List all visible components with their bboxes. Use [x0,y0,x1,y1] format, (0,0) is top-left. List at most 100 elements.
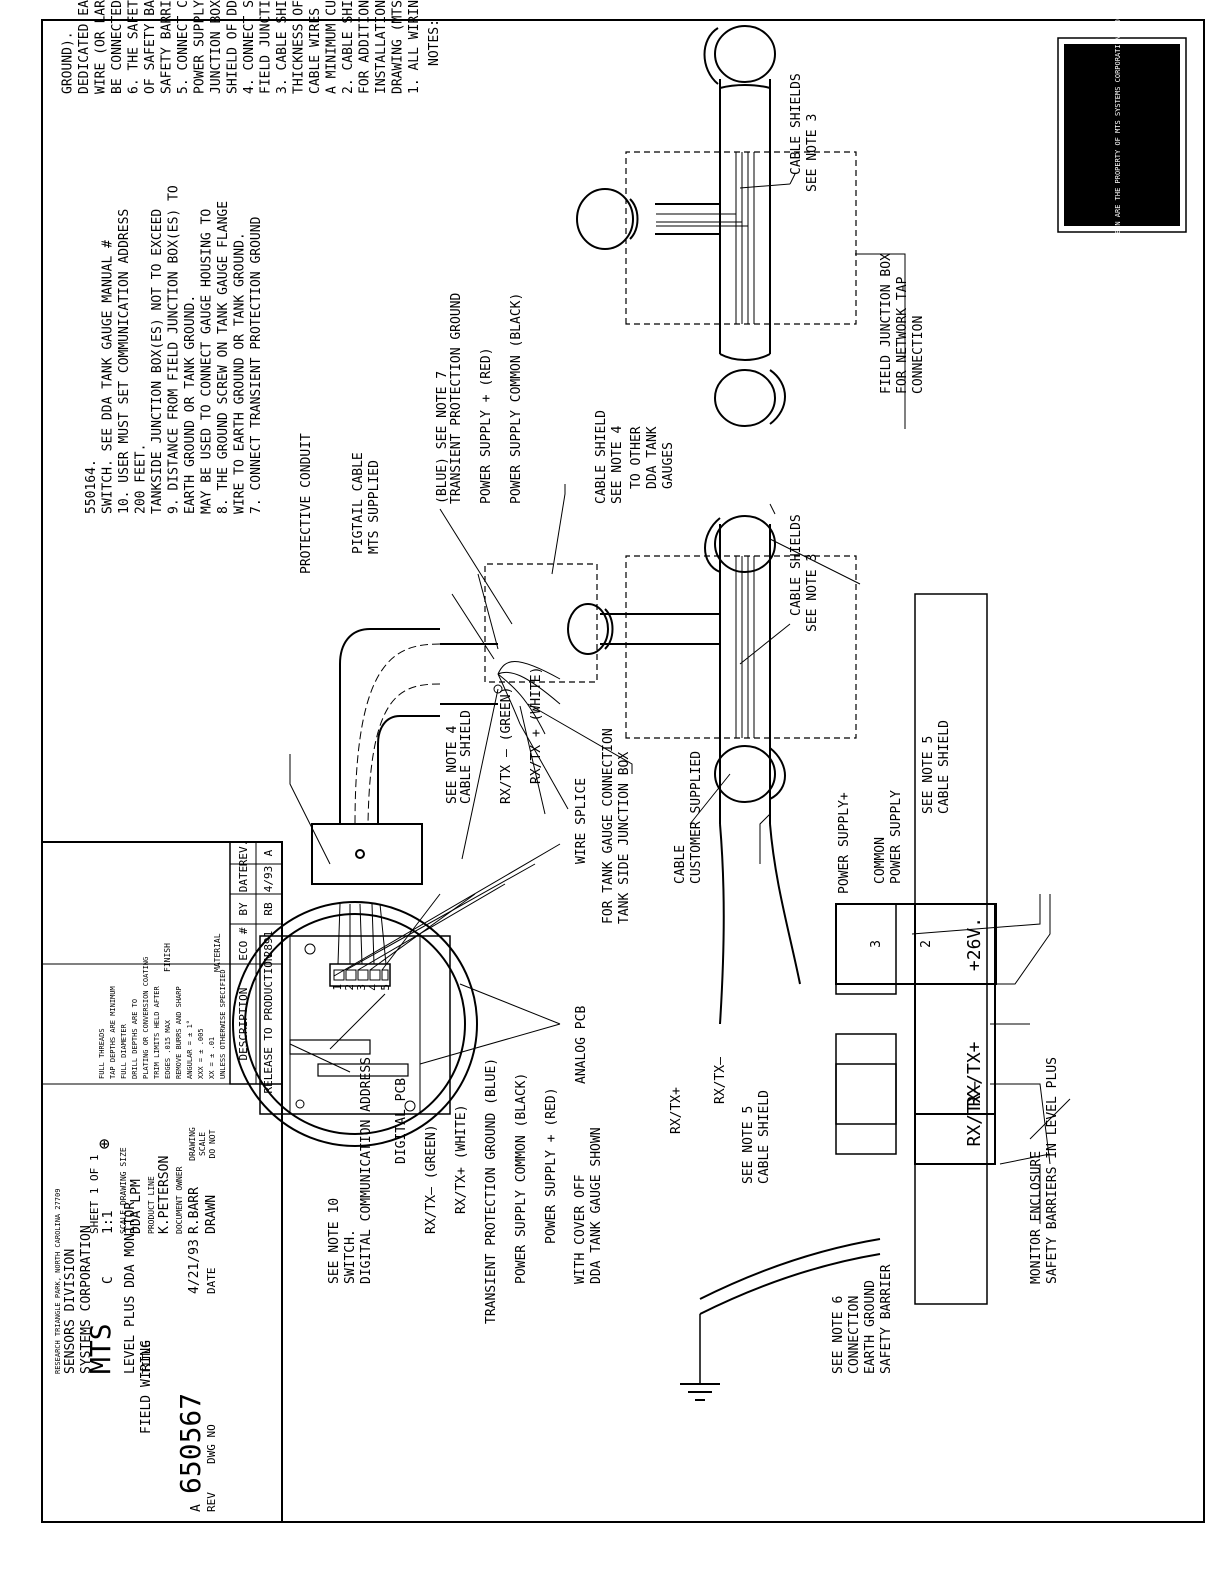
note-left-line-0: 1. ALL WIRING MUST CONFORM TO I.S. INSTA… [407,0,422,94]
note-left-line-10: 4. CONNECT SHIELD OF COMMUNICATIONS CABL… [242,0,257,94]
note-left-line-5: A MINIMUM CURRENT OF 175 mA CONTINOUSLY. [325,0,340,94]
note-left-line-20: DEDICATED EARTH GROUND (SEPERATE FROM AC… [77,0,92,94]
svg-text:R.BARR: R.BARR [187,1187,202,1234]
tolerance-line-10: TAP DEPTHS ARE MINIMUM [109,986,117,1079]
svg-text:1: 1 [331,984,344,991]
svg-text:DESCRIPTION: DESCRIPTION [237,988,250,1061]
svg-text:3: 3 [869,940,884,948]
revision-table: A 4/93 RB 2891 RELEASE TO PRODUCTION REV… [229,840,283,1094]
note-left-line-12: JUNCTION BOX. DO NOT CONNECT SHIELD OF [209,0,224,94]
tolerance-line-6: TRIM LIMITS HELD AFTER [153,985,161,1079]
field-junction-assembly [484,515,857,1025]
svg-text:SEE NOTE 10: SEE NOTE 10 [327,1198,342,1284]
svg-text:SEE NOTE 6: SEE NOTE 6 [831,1296,846,1374]
svg-text:FOR TANK GAUGE CONNECTION: FOR TANK GAUGE CONNECTION [601,728,616,924]
svg-text:TRANSIENT PROTECTION GROUND (B: TRANSIENT PROTECTION GROUND (BLUE) [484,1058,499,1324]
svg-text:SEE NOTE 5: SEE NOTE 5 [921,736,936,814]
svg-text:GAUGES: GAUGES [661,442,676,489]
svg-text:DIGITAL PCB: DIGITAL PCB [394,1078,409,1164]
note-left-line-1: DRAWING (MTS # 650511). SEE DDA TANK GAU… [391,0,406,94]
svg-text:BY: BY [237,902,250,916]
diagram-labels [289,253,1071,1224]
note-right-line-0: 7. CONNECT TRANSIENT PROTECTION GROUND [249,216,264,514]
note-left-line-4: 2. CABLE SHIELDS MUST BE CAPABLE OF CARR… [341,0,356,94]
svg-text:DRAWN: DRAWN [204,1195,219,1234]
svg-text:POWER SUPPLY + (RED): POWER SUPPLY + (RED) [544,1087,559,1244]
svg-text:WIRE SPLICE: WIRE SPLICE [574,778,589,864]
note-left-line-17: 6. THE SAFETY BARRIER EARTH GROUND CONNE… [127,0,142,94]
tolerance-line-7: PLATING OR CONVERSION COATING [142,957,150,1079]
datum-icon: ⊕ [94,1138,115,1149]
svg-text:DIGITAL COMMUNICATION ADDRESS: DIGITAL COMMUNICATION ADDRESS [359,1057,374,1284]
svg-text:CABLE SHIELD: CABLE SHIELD [459,710,474,804]
svg-text:RESEARCH TRIANGLE PARK, NORTH: RESEARCH TRIANGLE PARK, NORTH CAROLINA 2… [54,1189,62,1374]
svg-text:REV: REV [205,1492,218,1512]
svg-text:CABLE: CABLE [673,845,688,884]
tolerance-line-8: DRILL DEPTHS ARE TO [131,999,139,1079]
svg-text:4/93: 4/93 [262,866,275,893]
svg-text:4: 4 [367,984,380,991]
note-left-line-2: INSTALLATION MANUAL (MTS # 550164, SECTI… [374,0,389,94]
svg-text:SEE NOTE 4: SEE NOTE 4 [610,426,625,504]
svg-text:1:1: 1:1 [101,1211,116,1234]
svg-text:RX/TX+ (WHITE): RX/TX+ (WHITE) [454,1104,469,1214]
svg-text:K.PETERSON: K.PETERSON [157,1156,172,1234]
svg-text:TANK SIDE JUNCTION BOX: TANK SIDE JUNCTION BOX [617,752,632,924]
svg-text:(BLUE) SEE NOTE 7: (BLUE) SEE NOTE 7 [435,371,450,504]
svg-text:+26V.: +26V. [964,917,985,971]
svg-text:A: A [262,849,275,856]
note-right-line-9: SWITCH. SEE DDA TANK GAUGE MANUAL # [101,240,116,514]
svg-text:2: 2 [919,940,934,948]
svg-text:MATERIAL: MATERIAL [213,933,222,972]
svg-text:4/21/93: 4/21/93 [187,1239,202,1294]
svg-text:RX/TX– (GREEN): RX/TX– (GREEN) [424,1124,439,1234]
svg-text:SCALE: SCALE [198,1132,207,1156]
svg-text:MONITOR ENCLOSURE: MONITOR ENCLOSURE [1029,1151,1044,1284]
network-tap-assembly-top [576,25,857,427]
svg-text:RX/TX+: RX/TX+ [669,1087,684,1134]
note-right-line-2: 8. THE GROUND SCREW ON TANK GAUGE FLANGE [216,201,231,514]
svg-text:CONNECTION: CONNECTION [911,316,926,394]
tolerance-line-1: XX = ± .01 [208,1037,216,1079]
svg-text:PRODUCT LINE: PRODUCT LINE [147,1176,156,1234]
notes: NOTES: 1. ALL WIRING MUST CONFORM TO I.S… [61,0,443,514]
notes-heading: NOTES: [427,19,442,66]
svg-text:POWER SUPPLY+: POWER SUPPLY+ [837,792,852,894]
svg-text:DRAWING: DRAWING [188,1127,197,1161]
svg-text:2891: 2891 [262,931,275,958]
svg-text:FINISH: FINISH [163,943,172,972]
note-left-line-14: 5. CONNECT CABLE SHIELDS TO EARTH GROUND… [176,0,191,94]
note-left-line-13: POWER SUPPLY CABLE AT TANKSIDE JUNCTION … [193,0,208,94]
svg-text:WITH COVER OFF: WITH COVER OFF [573,1174,588,1284]
svg-text:DDA LPM: DDA LPM [129,1179,144,1234]
note-right-line-8: 10. USER MUST SET COMMUNICATION ADDRESS [117,209,132,514]
label-cable-shields-mid: CABLE SHIELDS SEE NOTE 3 [739,514,820,665]
tolerance-line-11: FULL THREADS [98,1028,106,1079]
svg-text:RX/TX+: RX/TX+ [964,1041,985,1106]
svg-text:RX/TX–: RX/TX– [713,1057,728,1104]
svg-text:RX/TX–: RX/TX– [964,1081,985,1146]
note-left-line-3: FOR ADDITIONAL WIRING INFORMATION. [358,0,373,94]
svg-text:DO NOT: DO NOT [208,1129,217,1158]
tolerance-line-3: ANGULAR = ± 1° [186,1020,194,1079]
svg-text:SWITCH.: SWITCH. [343,1229,358,1284]
tolerance-line-5: EDGES .015 MAX [164,1019,172,1079]
company-logo: MTS [84,1323,117,1374]
tolerance-line-4: REMOVE BURRS AND SHARP [175,986,183,1079]
svg-text:CABLE SHIELDS: CABLE SHIELDS [789,514,804,616]
svg-text:SEE NOTE 3: SEE NOTE 3 [805,114,820,192]
svg-text:SENSORS DIVISION: SENSORS DIVISION [63,1249,78,1374]
svg-text:PROTECTIVE CONDUIT: PROTECTIVE CONDUIT [299,433,314,574]
label-texts: TO OTHER DDA TANK GAUGES FIELD JUNCTION … [299,253,1060,1374]
note-left-line-11: SHIELD OF DDA TANK GAUGE PIGTAIL AT TANK… [226,0,241,94]
note-right-line-1: WIRE TO EARTH GROUND OR TANK GROUND. [233,232,248,514]
barrier-labels: +26V. RX/TX+ RX/TX– 2 3 [869,917,985,1147]
svg-text:POWER SUPPLY: POWER SUPPLY [889,790,904,884]
svg-text:PIGTAIL CABLE: PIGTAIL CABLE [351,452,366,554]
proprietary-block: AFTER PROPRIETARY INFORMATION. THE INFOR… [1057,0,1187,537]
svg-text:CABLE SHIELD: CABLE SHIELD [757,1090,772,1184]
